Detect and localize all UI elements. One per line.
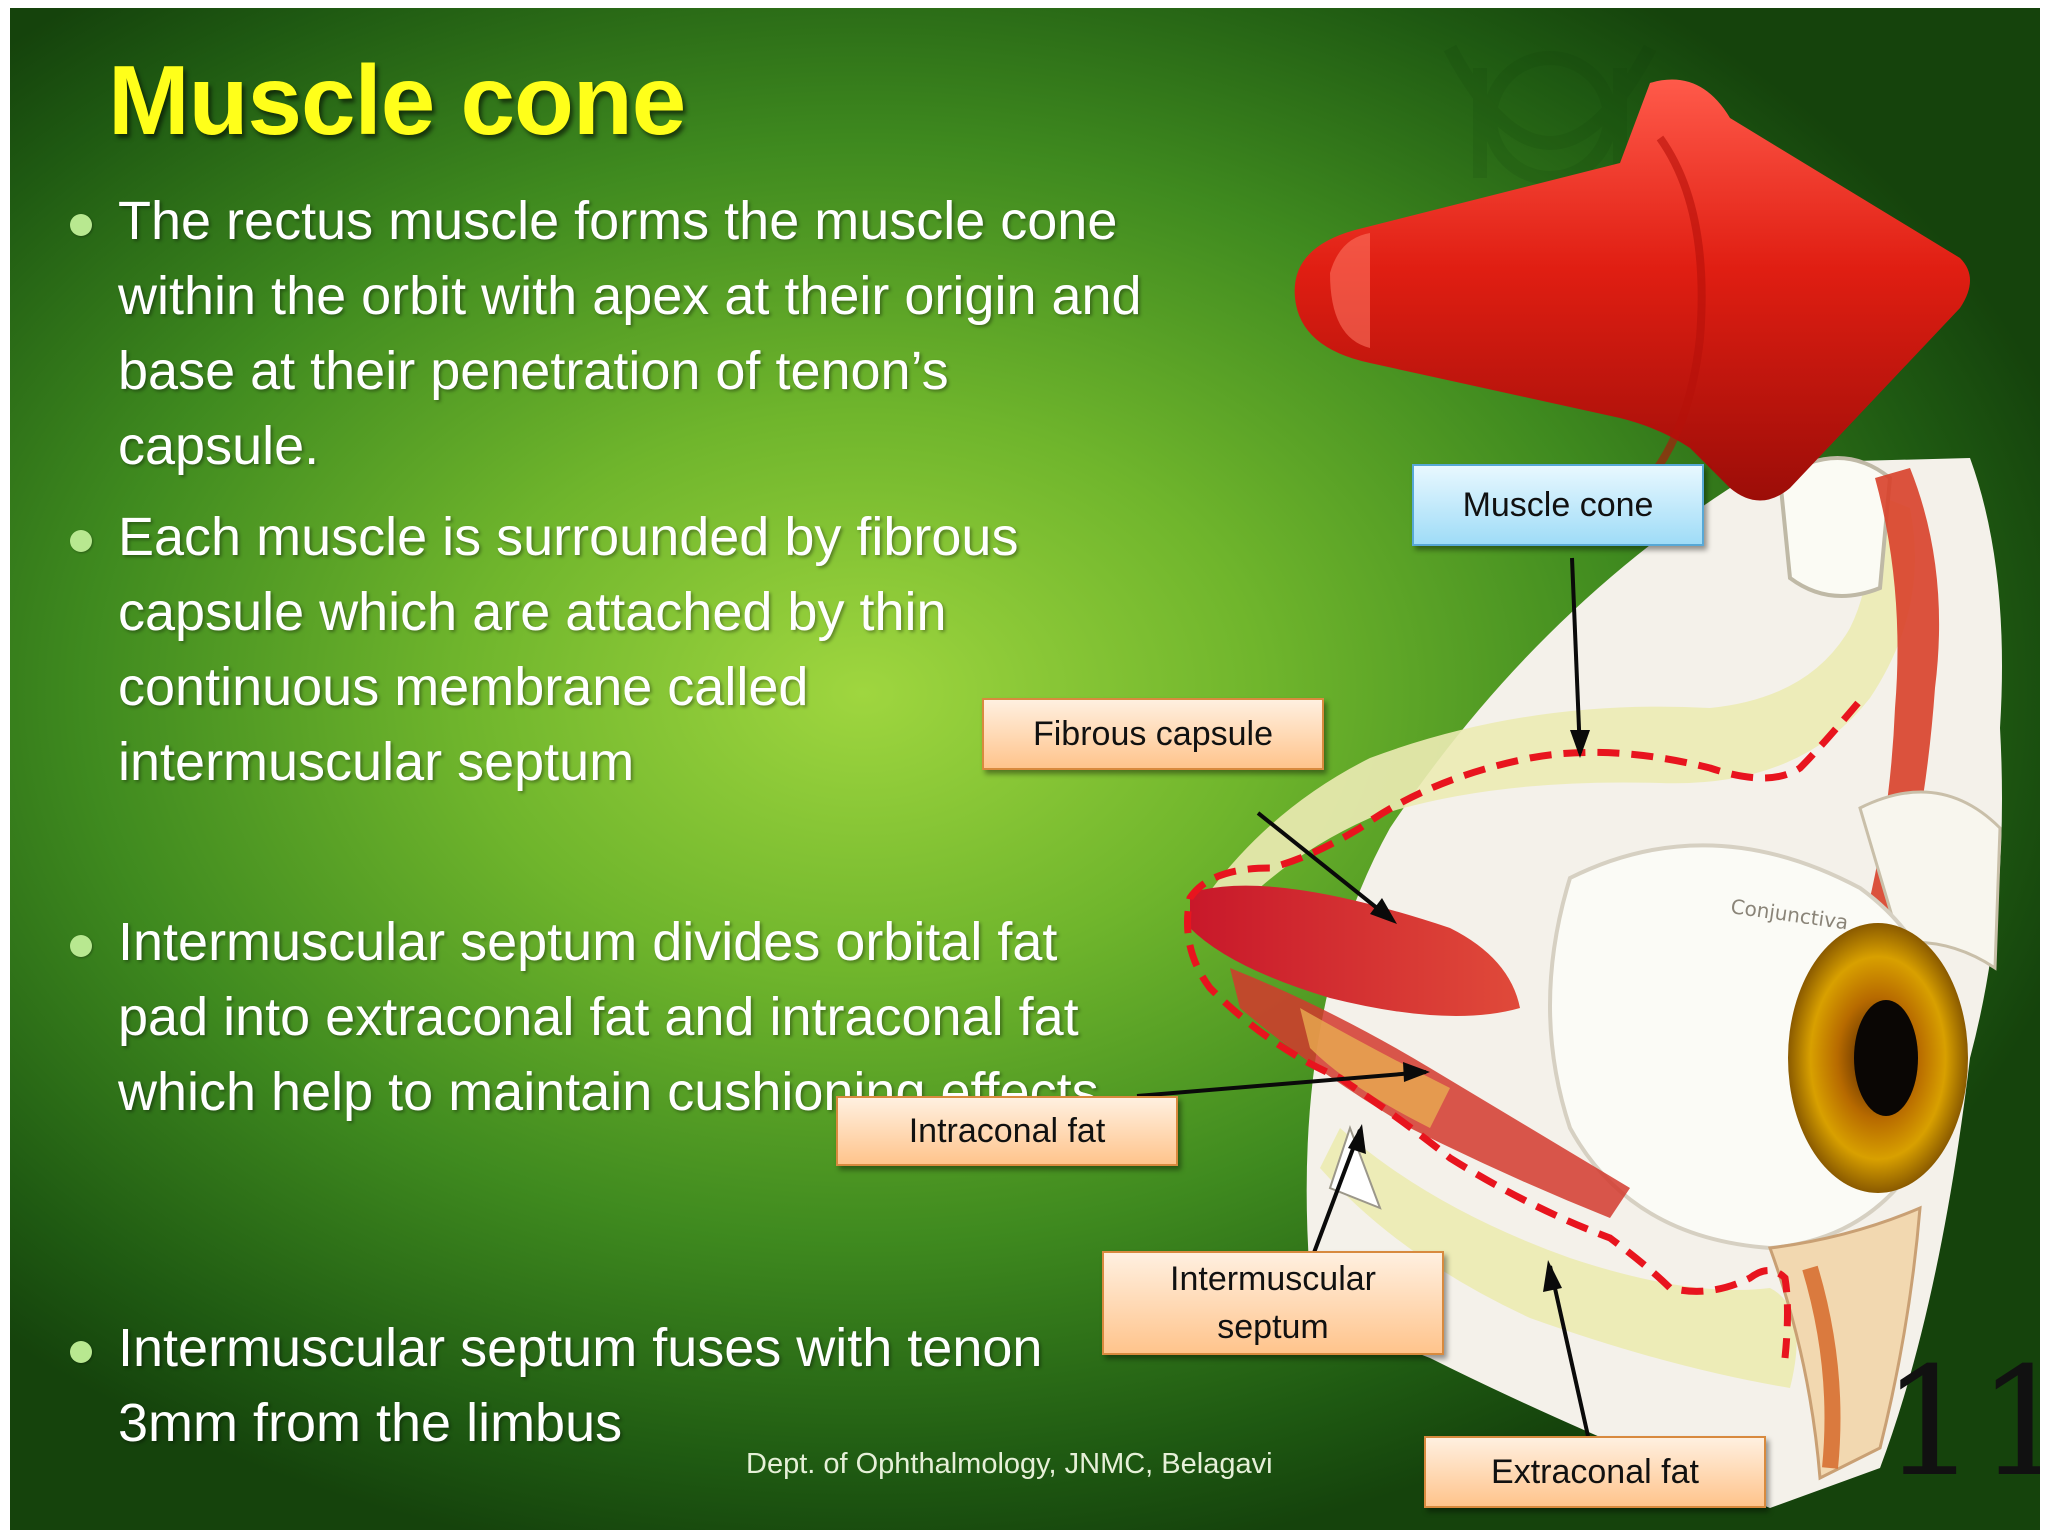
bullet-text: Each muscle is surrounded by fibrous cap… bbox=[118, 507, 1019, 792]
bullet-item: The rectus muscle forms the muscle cone … bbox=[70, 184, 1148, 484]
slide-title: Muscle cone bbox=[108, 45, 686, 155]
bullet-text: The rectus muscle forms the muscle cone … bbox=[118, 191, 1142, 476]
slide: Conjunctiva bbox=[10, 8, 2040, 1530]
traffic-cone-icon bbox=[1294, 79, 1970, 501]
eye-orbit-diagram: Conjunctiva bbox=[1136, 456, 2002, 1508]
bullet-dot-icon bbox=[70, 1341, 92, 1363]
label-intermuscular-septum: Intermuscular septum bbox=[1102, 1251, 1444, 1355]
page-number: 11 bbox=[1882, 1336, 2040, 1510]
label-extraconal-fat: Extraconal fat bbox=[1424, 1436, 1766, 1508]
slide-footer: Dept. of Ophthalmology, JNMC, Belagavi bbox=[746, 1448, 1273, 1480]
bullet-item: Intermuscular septum divides orbital fat… bbox=[70, 905, 1118, 1130]
bullet-dot-icon bbox=[70, 530, 92, 552]
watermark-logo bbox=[1443, 44, 1657, 185]
bullet-text: Intermuscular septum divides orbital fat… bbox=[118, 912, 1114, 1122]
bullet-dot-icon bbox=[70, 935, 92, 957]
bullet-text: Intermuscular septum fuses with tenon 3m… bbox=[118, 1318, 1043, 1453]
label-intraconal-fat: Intraconal fat bbox=[836, 1096, 1178, 1166]
bullet-item: Each muscle is surrounded by fibrous cap… bbox=[70, 500, 1118, 800]
bullet-list: The rectus muscle forms the muscle cone … bbox=[10, 8, 1170, 1530]
bullet-item: Intermuscular septum fuses with tenon 3m… bbox=[70, 1311, 1148, 1461]
label-fibrous-capsule: Fibrous capsule bbox=[982, 698, 1324, 770]
label-muscle-cone: Muscle cone bbox=[1412, 464, 1704, 546]
bullet-dot-icon bbox=[70, 214, 92, 236]
